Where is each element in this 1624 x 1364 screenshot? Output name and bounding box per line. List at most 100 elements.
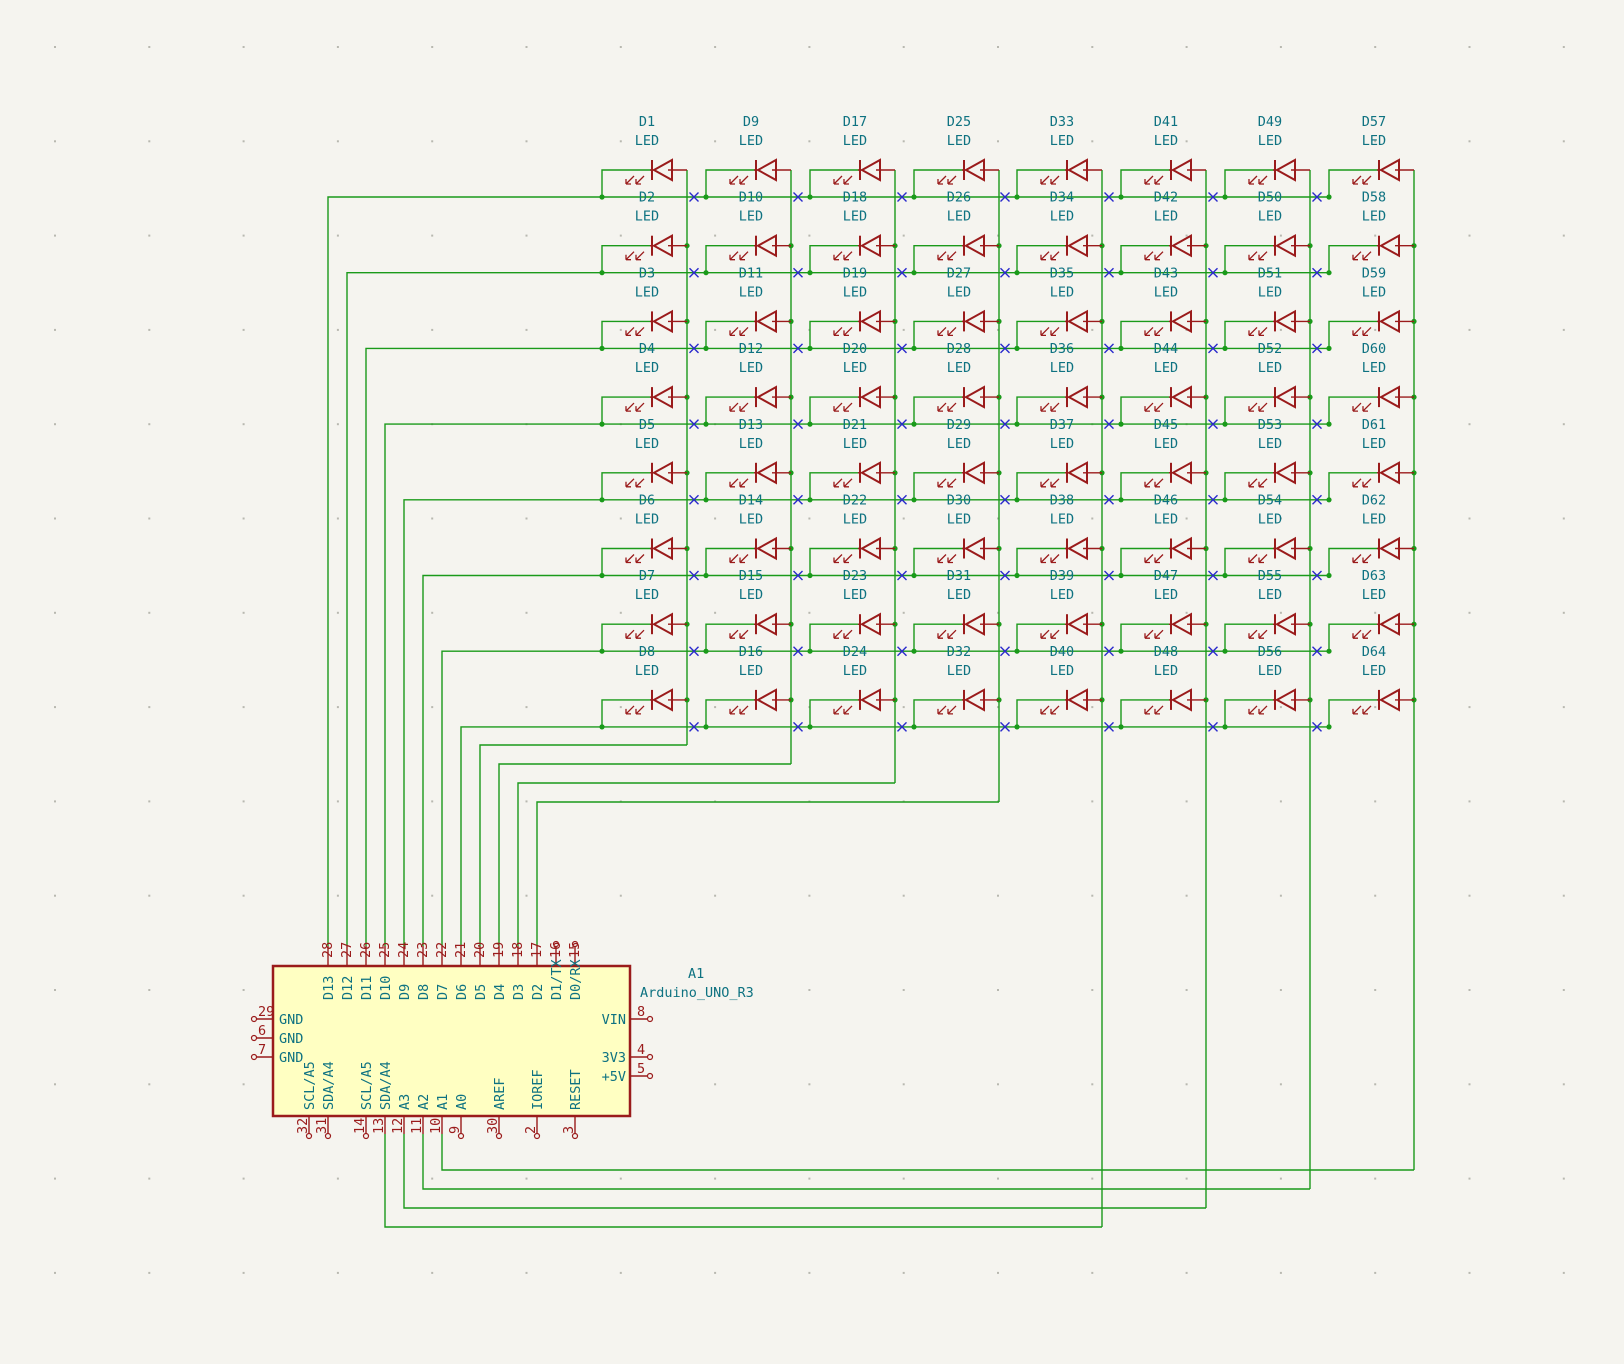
grid-dot — [1279, 234, 1282, 237]
led-value: LED — [1362, 663, 1386, 679]
grid-dot — [997, 46, 999, 48]
led-lead-wire — [1328, 244, 1379, 273]
led-triangle — [755, 536, 777, 561]
no-connect-flag — [793, 192, 803, 202]
pin-label: GND — [279, 1050, 303, 1066]
led-reference: D36 — [1050, 341, 1074, 357]
led-reference: D44 — [1154, 341, 1178, 357]
no-connect-flag — [793, 646, 803, 657]
led-emission-arrows — [729, 478, 749, 488]
grid-dot — [242, 423, 245, 426]
led-value: LED — [1258, 512, 1282, 528]
led-emission-arrows — [625, 705, 645, 715]
arduino-uno-symbol[interactable]: A1 Arduino_UNO_R3 28D1327D1226D1125D1024… — [250, 940, 754, 1140]
grid-dot — [1374, 1177, 1377, 1180]
grid-dot — [808, 1271, 811, 1274]
led-value: LED — [843, 436, 867, 452]
led-value: LED — [947, 284, 971, 300]
led-emission-arrows — [1248, 705, 1268, 715]
grid-dot — [148, 1177, 151, 1180]
grid-dot — [1468, 517, 1471, 520]
grid-dot — [714, 234, 717, 237]
led-value: LED — [1154, 284, 1178, 300]
led-triangle — [1274, 309, 1296, 334]
led-triangle — [1274, 612, 1296, 636]
led-reference: D10 — [739, 190, 763, 206]
led-triangle — [651, 688, 673, 712]
led-lead-wire — [1328, 472, 1379, 500]
pin-label: D4 — [492, 984, 508, 1000]
no-connect-flag — [689, 721, 699, 732]
pin-number: 4 — [637, 1042, 645, 1058]
grid-dot — [1279, 800, 1282, 803]
led-value: LED — [635, 436, 659, 452]
grid-dot — [525, 894, 528, 897]
no-connect-flag — [1104, 721, 1114, 732]
led-value: LED — [1258, 133, 1282, 149]
pin-label: D2 — [530, 984, 546, 1000]
led-reference: D53 — [1258, 417, 1282, 433]
led-lead-wire — [1016, 623, 1067, 652]
grid-dot — [54, 234, 56, 237]
arduino-body[interactable] — [271, 964, 632, 1118]
grid-dot — [1562, 46, 1565, 48]
led-emission-arrows — [1352, 175, 1372, 185]
grid-dot — [1185, 140, 1188, 143]
wire — [441, 1134, 1414, 1171]
led-triangle — [1378, 461, 1400, 485]
led-lead-wire — [1120, 244, 1171, 273]
no-connect-flag — [1104, 494, 1114, 505]
grid-dot — [1091, 234, 1094, 237]
led-lead-wire — [601, 244, 652, 273]
led-value: LED — [843, 663, 867, 679]
pin-label: A3 — [397, 1094, 413, 1110]
grid-dot — [808, 234, 811, 237]
led-lead-wire — [1016, 244, 1067, 273]
grid-dot — [1185, 1177, 1188, 1180]
grid-dot — [1374, 611, 1377, 614]
wire — [536, 801, 999, 946]
led-triangle — [651, 234, 673, 258]
led-emission-arrows — [1040, 326, 1060, 337]
pin-number: 10 — [428, 1118, 444, 1134]
grid-dot — [619, 706, 622, 709]
led-triangle — [963, 612, 985, 636]
grid-dot — [1185, 46, 1188, 48]
led-triangle — [1170, 612, 1192, 636]
led-value: LED — [1362, 587, 1386, 603]
led-lead-wire — [1224, 472, 1275, 500]
led-reference: D63 — [1362, 568, 1386, 584]
no-connect-flag — [689, 192, 699, 202]
grid-dot — [714, 706, 717, 709]
led-triangle — [859, 688, 881, 712]
led-triangle — [1066, 309, 1088, 334]
grid-dot — [1374, 800, 1377, 803]
pin-label: D7 — [435, 984, 451, 1000]
led-value: LED — [739, 133, 763, 149]
grid-dot — [902, 328, 905, 331]
pin-label: +5V — [602, 1069, 626, 1085]
led-value: LED — [739, 360, 763, 376]
led-triangle — [1274, 688, 1296, 712]
led-lead-wire — [1120, 169, 1171, 197]
grid-dot — [431, 328, 434, 331]
grid-dot — [431, 140, 434, 143]
led-lead-wire — [913, 320, 964, 349]
pin-end — [646, 1015, 654, 1023]
led-triangle — [755, 461, 777, 485]
led-emission-arrows — [1040, 402, 1060, 412]
pin-label: SDA/A4 — [378, 1061, 394, 1110]
grid-dot — [525, 1177, 528, 1180]
wire — [441, 650, 602, 946]
grid-dot — [242, 140, 245, 143]
